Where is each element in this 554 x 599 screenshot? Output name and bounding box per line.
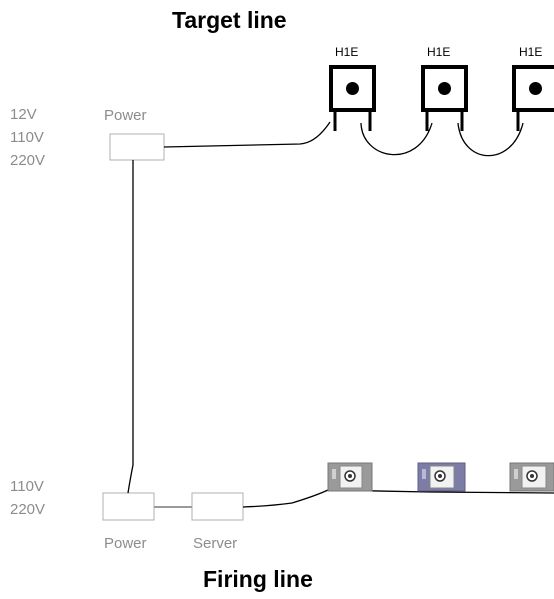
target-dot: [346, 82, 359, 95]
firing-unit-lens-center: [438, 474, 442, 478]
firing-unit-1: [327, 462, 373, 492]
target-dot: [438, 82, 451, 95]
target-3: H1E: [512, 45, 554, 131]
target-label: H1E: [427, 45, 450, 59]
firing-unit-indicator: [332, 469, 336, 479]
firing-unit-lens-center: [530, 474, 534, 478]
firing-unit-indicator: [422, 469, 426, 479]
power-box-bottom: [102, 492, 155, 521]
power-label-bottom: Power: [104, 535, 147, 552]
wire-target-loop: [457, 122, 524, 157]
target-label: H1E: [335, 45, 358, 59]
voltage-list-top: 12V 110V 220V: [10, 106, 45, 169]
wiring: [127, 121, 554, 508]
target-dot: [529, 82, 542, 95]
firing-unit-3: [509, 462, 554, 492]
firing-unit-2: [417, 462, 466, 492]
power-label-top: Power: [104, 107, 147, 124]
target-2: H1E: [421, 45, 468, 131]
voltage-label: 220V: [10, 152, 45, 169]
voltage-label: 110V: [10, 129, 44, 146]
wire-power-vertical: [127, 160, 134, 494]
target-label: H1E: [519, 45, 542, 59]
server-label: Server: [193, 535, 237, 552]
voltage-label: 12V: [10, 106, 37, 123]
firing-unit-indicator: [514, 469, 518, 479]
voltage-label: 220V: [10, 501, 45, 518]
firing-unit-lens-center: [348, 474, 352, 478]
target-line-title: Target line: [172, 7, 287, 33]
firing-line-title: Firing line: [203, 566, 313, 592]
wire-target-loop: [360, 122, 433, 156]
power-box-top: [109, 133, 165, 161]
server-box: [191, 492, 244, 521]
target-frame: [512, 65, 554, 112]
target-1: H1E: [329, 45, 376, 131]
voltage-label: 110V: [10, 478, 44, 495]
voltage-list-bottom: 110V 220V: [10, 478, 45, 518]
wire-power-to-target: [163, 121, 331, 148]
wire-server-to-firing: [242, 489, 554, 508]
